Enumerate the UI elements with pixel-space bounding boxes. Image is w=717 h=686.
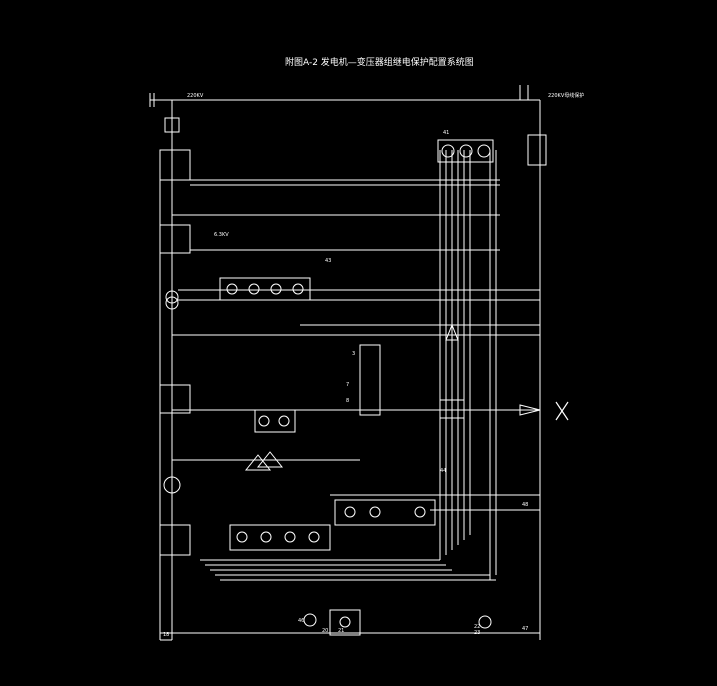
label-23: 23 [474, 630, 480, 636]
label-8: 8 [346, 398, 349, 404]
label-3: 3 [352, 351, 355, 357]
label-46: 46 [298, 618, 304, 624]
label-7: 7 [346, 382, 349, 388]
label-48: 48 [522, 502, 528, 508]
label-bus-protection: 220KV母线保护 [548, 92, 584, 99]
label-20: 20 [322, 628, 328, 634]
label-47: 47 [522, 626, 528, 632]
label-44: 44 [440, 468, 446, 474]
label-22: 22 [474, 624, 480, 630]
label-41: 41 [443, 130, 449, 136]
label-21: 21 [338, 628, 344, 634]
label-18: 18 [163, 632, 169, 638]
label-43: 43 [325, 258, 331, 264]
label-220kv: 220KV [187, 93, 204, 99]
diagram-title: 附图A-2 发电机—变压器组继电保护配置系统图 [285, 56, 474, 68]
x-mark-icon [555, 401, 569, 421]
label-aux-voltage: 6.3KV [214, 232, 229, 238]
wiring [149, 85, 547, 641]
